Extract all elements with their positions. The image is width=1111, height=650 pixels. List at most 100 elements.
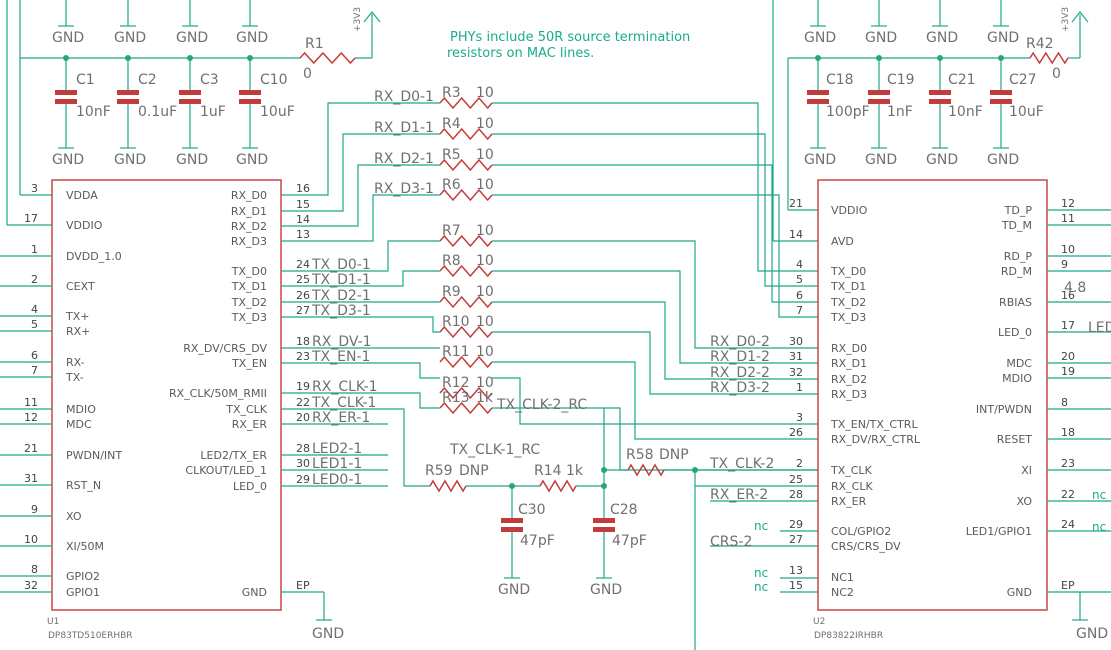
net-wire: [310, 270, 440, 287]
led-net-label: LED: [1088, 320, 1111, 336]
resistor-ref: R12: [442, 375, 470, 391]
pin-number: 16: [1061, 289, 1075, 302]
pin-name: RESET: [997, 433, 1033, 446]
resistor-body: [439, 264, 493, 278]
net-label: TX_D3-1: [311, 303, 371, 319]
pin-number: 25: [296, 273, 310, 286]
pin-number: 20: [296, 411, 310, 424]
gnd-label: GND: [1076, 626, 1108, 642]
net-label: LED0-1: [312, 472, 362, 488]
net-wire: [492, 194, 818, 318]
nc-label: nc: [754, 580, 768, 594]
pin-name: NC2: [831, 586, 854, 599]
gnd-label: GND: [114, 30, 146, 46]
capacitor-value: 47pF: [612, 533, 647, 549]
gnd-label: GND: [52, 152, 84, 168]
ic-part: DP83822IRHBR: [814, 631, 883, 641]
resistor-ref: R9: [442, 284, 461, 300]
pin-number: 21: [789, 197, 803, 210]
pin-number: 1: [796, 381, 803, 394]
resistor-ref: R3: [442, 85, 461, 101]
net-wire: [310, 392, 440, 409]
net-wire: [492, 240, 818, 349]
pin-name: TX_D3: [830, 311, 866, 324]
gnd-label: GND: [926, 30, 958, 46]
capacitor-plate: [55, 90, 77, 95]
pin-number: 10: [24, 533, 38, 546]
ic-u2-body: [817, 179, 1048, 611]
pin-number: 16: [296, 182, 310, 195]
pin-name: LED1/GPIO1: [966, 525, 1032, 538]
pin-number: 9: [31, 503, 38, 516]
net-label: TX_D0-1: [311, 257, 371, 273]
pin-number: 1: [31, 243, 38, 256]
pin-name: TX_D0: [830, 265, 866, 278]
pin-name: MDIO: [1002, 372, 1032, 385]
pin-number: 7: [31, 364, 38, 377]
pin-name: RX_CLK: [831, 480, 873, 493]
pin-number: 13: [789, 564, 803, 577]
capacitor-value: 10uF: [260, 104, 295, 120]
pin-name: RX_ER: [232, 418, 268, 431]
resistor-value: 10: [476, 177, 494, 193]
resistor-value: 1k: [566, 463, 584, 479]
gnd-label: GND: [987, 152, 1019, 168]
pin-number: 15: [789, 579, 803, 592]
resistor-value: DNP: [659, 447, 689, 463]
net-wire: [492, 301, 818, 380]
pin-name: AVD: [831, 235, 854, 248]
net-label: TX_CLK-2: [709, 456, 774, 472]
resistor-body: [439, 355, 493, 369]
pin-name: RX_D2: [831, 373, 867, 386]
pin-name: RBIAS: [999, 296, 1032, 309]
resistor-ref: R11: [442, 344, 470, 360]
pin-name: RD_P: [1004, 250, 1033, 263]
pin-name: RX_ER: [831, 495, 867, 508]
capacitor-plate: [117, 99, 139, 104]
capacitor-plate: [990, 99, 1012, 104]
net-label: RX_ER-1: [312, 410, 370, 426]
resistor-value: 0: [1052, 66, 1061, 82]
pin-name: LED_0: [998, 326, 1032, 339]
resistor-ref: R7: [442, 223, 461, 239]
pin-number: 18: [296, 335, 310, 348]
pin-number: 12: [1061, 197, 1075, 210]
gnd-label: GND: [114, 152, 146, 168]
pin-number: 29: [789, 518, 803, 531]
net-wire: [492, 331, 818, 395]
gnd-label: GND: [312, 626, 344, 642]
resistor-value: 10: [476, 147, 494, 163]
pin-number: 21: [24, 442, 38, 455]
capacitor-plate: [868, 90, 890, 95]
capacitor-ref: C30: [518, 502, 546, 518]
pin-name: GND: [242, 586, 267, 599]
pin-name: TX_D1: [830, 280, 866, 293]
pin-number: 2: [31, 273, 38, 286]
resistor-value: 10: [476, 344, 494, 360]
pin-name: XI: [1021, 464, 1032, 477]
capacitor-ref: C2: [138, 72, 157, 88]
resistor-ref: R6: [442, 177, 461, 193]
pin-number: 4: [31, 303, 38, 316]
gnd-label: GND: [804, 152, 836, 168]
nc-label: nc: [1092, 520, 1106, 534]
pin-name: TX_EN/TX_CTRL: [830, 418, 918, 431]
net-wire: [310, 133, 440, 212]
resistor-value: DNP: [459, 463, 489, 479]
resistor-value: 10: [476, 314, 494, 330]
note-text-line2: resistors on MAC lines.: [447, 46, 594, 61]
resistor-body: [439, 158, 493, 172]
capacitor-value: 47pF: [520, 533, 555, 549]
pin-name: GPIO1: [66, 586, 100, 599]
resistor-value: 1k: [476, 390, 494, 406]
resistor-ref: R10: [442, 314, 470, 330]
pin-name: MDC: [66, 418, 92, 431]
capacitor-plate: [179, 99, 201, 104]
gnd-label: GND: [865, 152, 897, 168]
gnd-label: GND: [236, 152, 268, 168]
pin-name: RX_D0: [231, 189, 267, 202]
resistor-ref: R1: [305, 36, 324, 52]
pin-name: RX_D1: [231, 205, 267, 218]
pin-number: 17: [1061, 319, 1075, 332]
